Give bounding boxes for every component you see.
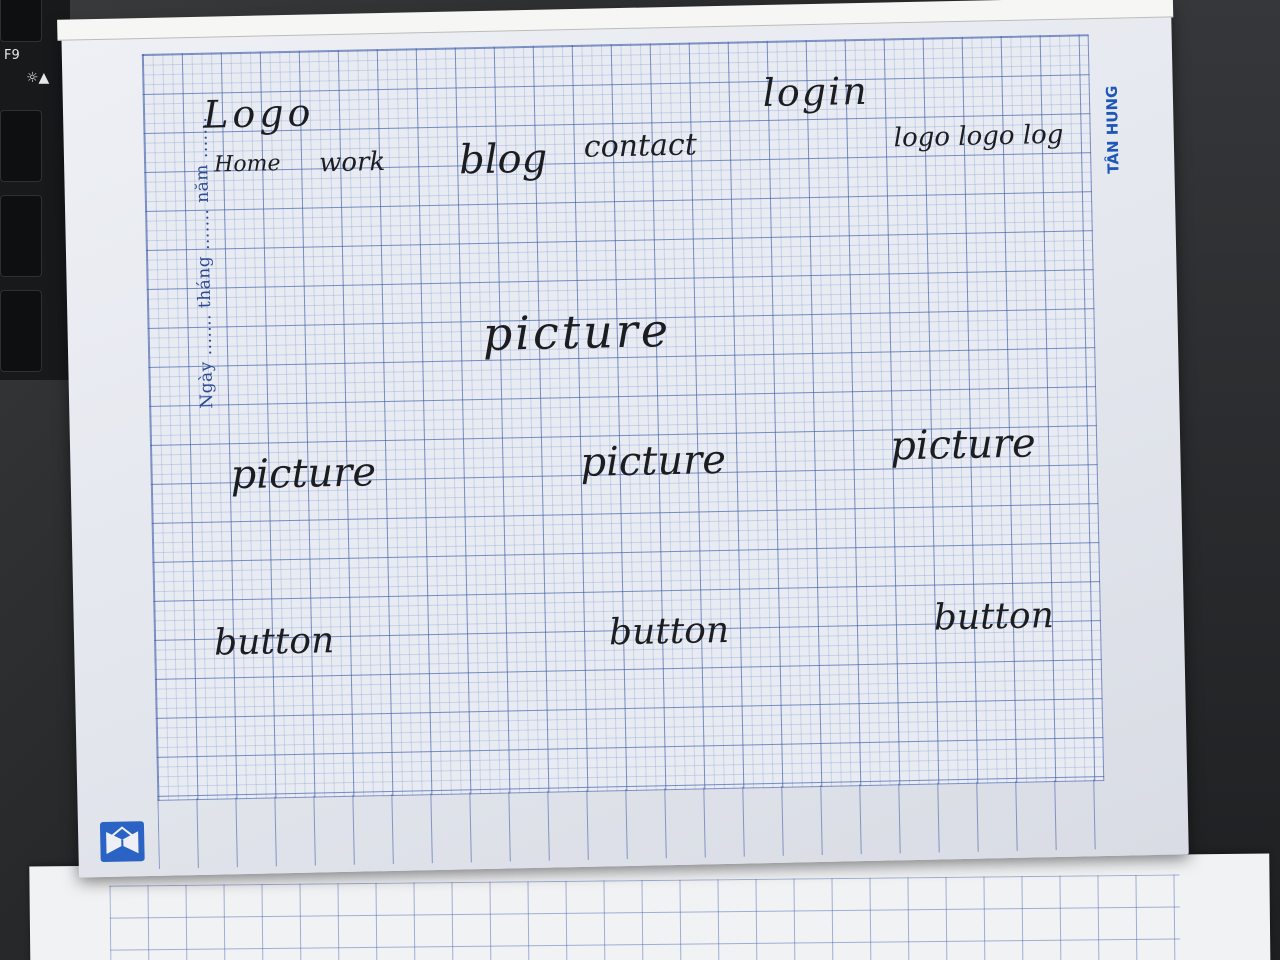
sketch-button-3: button — [933, 595, 1055, 639]
sketch-logo-text: Logo — [202, 90, 315, 137]
lower-page-grid — [109, 874, 1181, 960]
brand-label: TÂN HUNG — [1102, 85, 1123, 174]
laptop-keyboard: F9 ☼▲ — [0, 0, 70, 380]
sketch-button-2: button — [608, 609, 730, 654]
sketch-picture-3: picture — [889, 420, 1037, 470]
f9-key-label: F9 — [4, 48, 20, 63]
sketch-button-1: button — [213, 620, 335, 664]
sketch-hero-picture: picture — [482, 303, 672, 361]
keyboard-key — [0, 290, 42, 372]
sketch-picture-2: picture — [579, 436, 727, 486]
sketch-nav-work: work — [318, 146, 386, 179]
keyboard-key — [0, 110, 42, 182]
keyboard-key — [0, 0, 42, 42]
sun-icon: ☼▲ — [26, 70, 50, 86]
keyboard-key — [0, 195, 42, 277]
sketch-nav-contact: contact — [583, 127, 698, 165]
book-logo-icon — [99, 821, 145, 863]
sketch-login-text: login — [762, 68, 870, 116]
page-top-edge — [57, 0, 1174, 41]
sketch-logos-text: logo logo log — [893, 119, 1064, 154]
sketch-picture-1: picture — [230, 449, 377, 499]
notebook-page: Ngày ....... tháng ....... năm ....... T… — [57, 0, 1189, 878]
sketch-nav-home: Home — [213, 151, 281, 178]
sketch-nav-blog: blog — [458, 135, 548, 184]
